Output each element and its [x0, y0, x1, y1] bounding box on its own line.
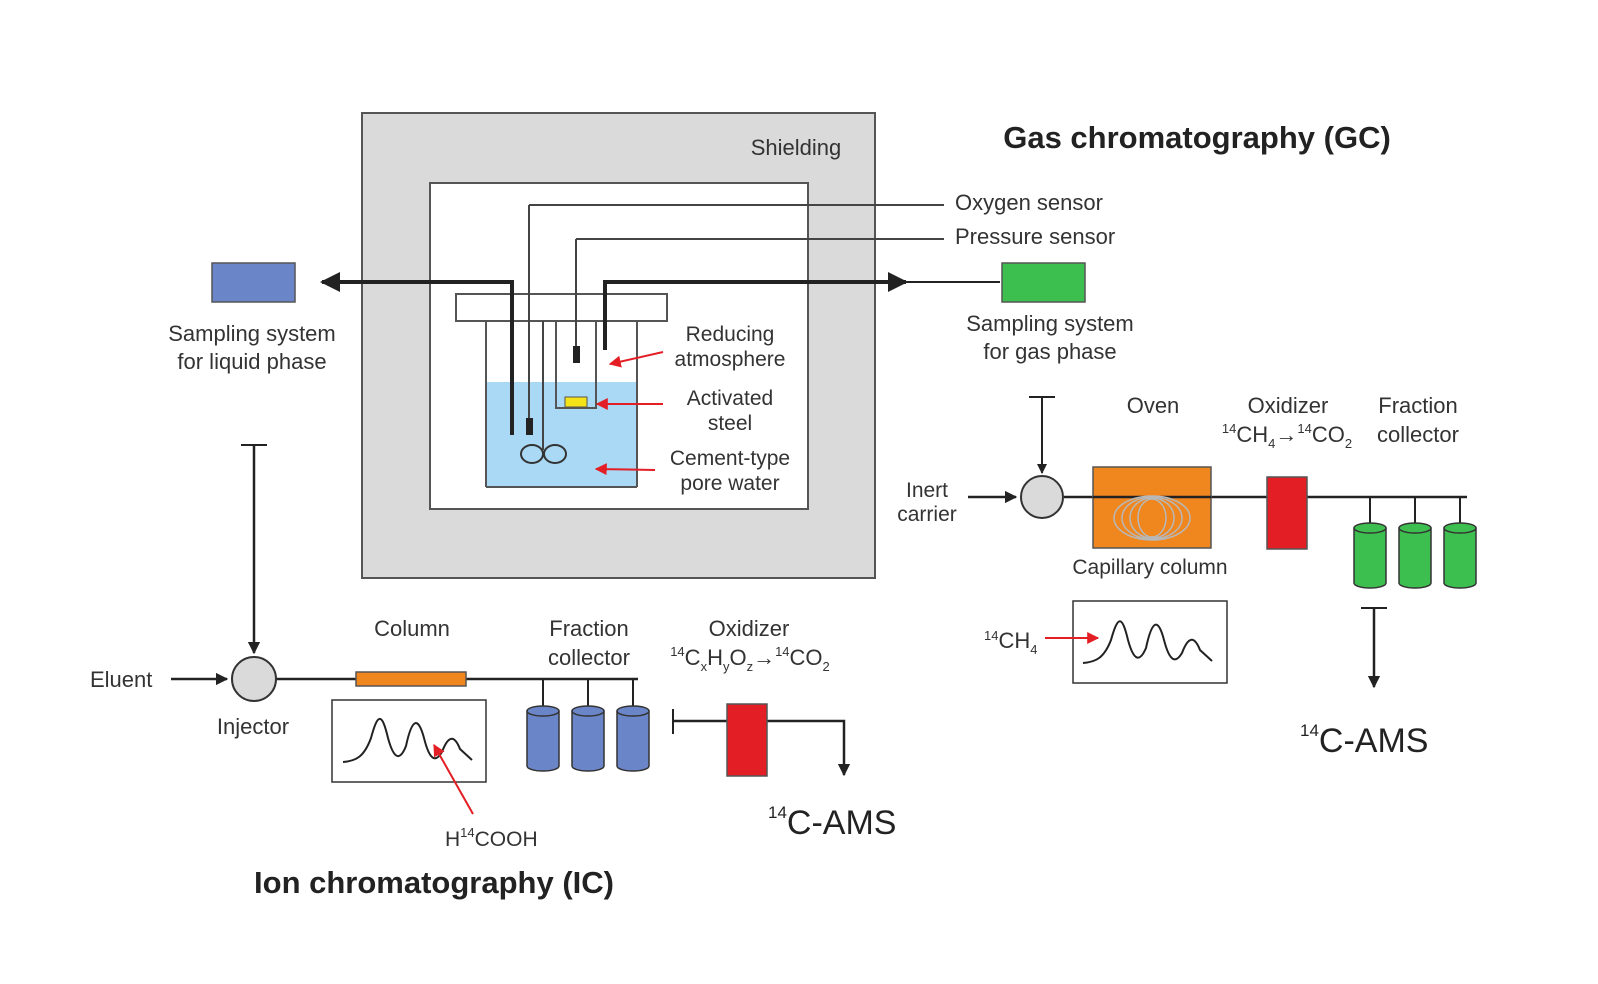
- ic-chromatogram: [331, 699, 487, 783]
- gc-title: Gas chromatography (GC): [1003, 120, 1391, 155]
- reducing-label-1: Reducing: [686, 323, 775, 346]
- ic-peak-arrow: [433, 743, 474, 815]
- ic-fraction-collector: [526, 679, 650, 772]
- gc-fraction-label-1: Fraction: [1378, 393, 1457, 418]
- pore-water-label-1: Cement-type: [670, 447, 790, 470]
- pore-water-arrow: [594, 463, 656, 476]
- gas-sampler-label-1: Sampling system: [966, 311, 1134, 336]
- liquid-sampler-label-1: Sampling system: [168, 321, 336, 346]
- gc-peak-label: 14CH4: [984, 628, 1037, 657]
- gc-oven: [1092, 466, 1212, 549]
- gas-sampler-box: [1001, 262, 1086, 303]
- capillary-column-label: Capillary column: [1072, 556, 1227, 579]
- pore-water-label-2: pore water: [680, 472, 779, 495]
- shielding-label: Shielding: [751, 135, 842, 160]
- liquid-sampling-line: [320, 272, 514, 435]
- gc-oxidizer-label: Oxidizer: [1248, 393, 1329, 418]
- column-label: Column: [374, 616, 450, 641]
- ic-peak-label: H14COOH: [445, 825, 538, 851]
- gas-sampling-line: [603, 272, 1000, 350]
- gc-oxidizer: [1266, 476, 1308, 550]
- gas-sampler-label-2: for gas phase: [983, 339, 1116, 364]
- reducing-label-2: atmosphere: [675, 348, 786, 371]
- ic-oxidizer-label: Oxidizer: [709, 616, 790, 641]
- gc-fraction-collector: [1353, 497, 1477, 589]
- gc-chromatogram: [1072, 600, 1228, 684]
- pressure-sensor-label: Pressure sensor: [955, 224, 1115, 249]
- ic-title: Ion chromatography (IC): [254, 865, 614, 900]
- gc-ams-label: 14C-AMS: [1300, 721, 1428, 760]
- ic-column: [355, 671, 467, 687]
- inert-carrier-label-2: carrier: [897, 503, 957, 526]
- shielding-box: [361, 112, 876, 579]
- inert-carrier-label-1: Inert: [906, 479, 948, 502]
- sensor-leads: [529, 204, 944, 240]
- ic-fraction-label-1: Fraction: [549, 616, 628, 641]
- ic-reaction: 14CxHyOz→14CO2: [670, 644, 830, 674]
- ic-injector: [231, 656, 277, 702]
- reducing-arrow: [608, 351, 664, 368]
- gc-fraction-label-2: collector: [1377, 422, 1459, 447]
- eluent-label: Eluent: [90, 667, 152, 692]
- ic-ams-label: 14C-AMS: [768, 803, 896, 842]
- ic-oxidizer: [726, 703, 768, 777]
- oxygen-sensor-label: Oxygen sensor: [955, 190, 1103, 215]
- activated-steel-sample: [564, 396, 588, 408]
- injector-label: Injector: [217, 714, 289, 739]
- liquid-sampler-box: [211, 262, 296, 303]
- liquid-sampler-label-2: for liquid phase: [177, 349, 326, 374]
- gc-injector: [1020, 475, 1064, 519]
- gc-chromatogram-trace: [1082, 620, 1213, 664]
- activated-label-2: steel: [708, 412, 752, 435]
- oven-label: Oven: [1127, 393, 1180, 418]
- gc-reaction: 14CH4→14CO2: [1222, 421, 1352, 451]
- activated-label-1: Activated: [687, 387, 773, 410]
- ic-fraction-label-2: collector: [548, 645, 630, 670]
